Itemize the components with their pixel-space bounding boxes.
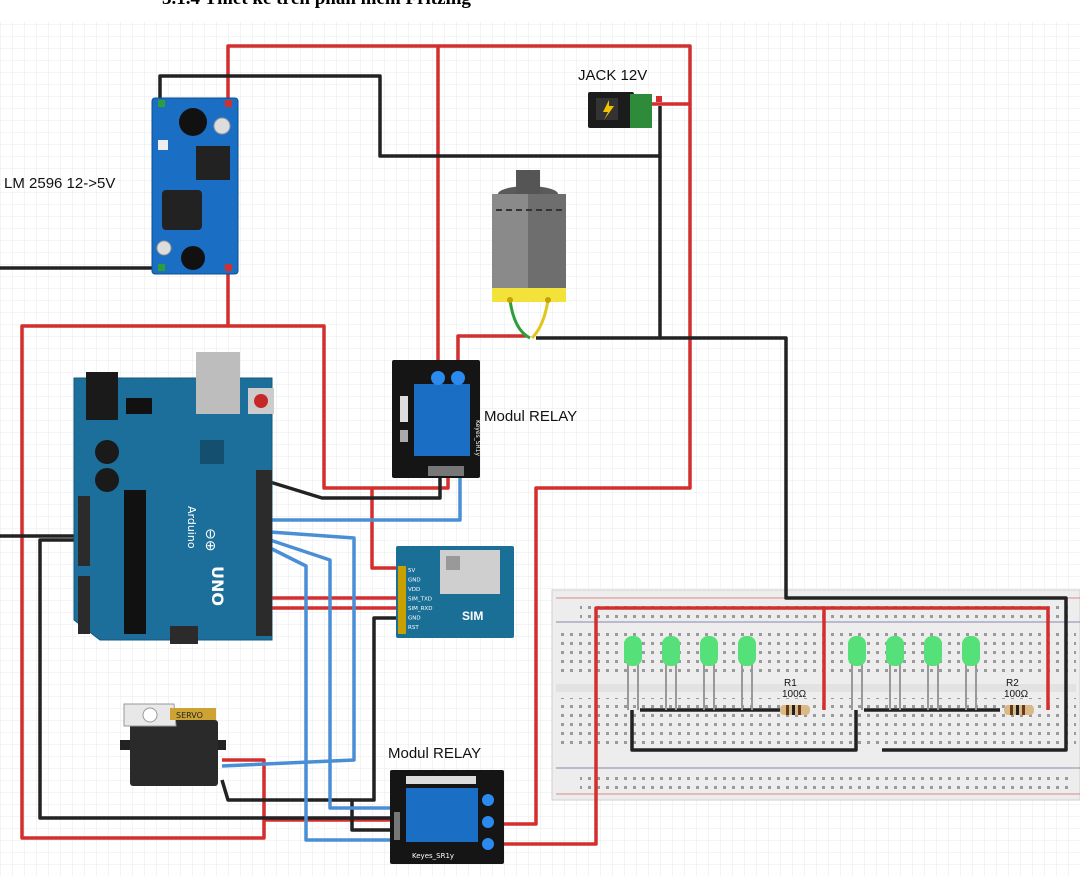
r2-label: R2 [1006,678,1019,689]
dc-jack [588,92,662,128]
relay2-brand: Keyes_SR1y [412,852,454,860]
wire-red [228,324,450,490]
wire-blue [269,546,404,842]
sim-pin-label: RST [408,625,419,631]
wire-black [630,710,858,752]
relay2-label: Modul RELAY [388,745,481,762]
lm2596-module [151,97,239,275]
wire-blue [221,530,356,768]
green-led [700,636,718,710]
sim-label: SIM [462,609,483,623]
sim-pin-labels: 5V GND VDD SIM_TXD SIM_RXD GND RST [408,568,432,631]
wire-red [824,606,1050,710]
wiring [0,44,1068,846]
sim-module: 5V GND VDD SIM_TXD SIM_RXD GND RST SIM [396,546,514,638]
buck-converter-label: LM 2596 12->5V [4,175,115,192]
green-led [962,636,980,710]
relay-module-2: Keyes_SR1y [390,770,504,864]
wire-black [660,336,1068,752]
green-led [848,636,866,710]
wire-black [350,616,398,832]
relay1-brand: Keyes_SR1y [474,420,481,456]
section-heading: 3.1.4 Thiết kế trên phần mềm Fritzing [162,0,471,10]
wire-black [38,538,400,820]
arduino-model: UNO [208,566,227,606]
wire-red [494,606,826,846]
sim-pin-label: SIM_RXD [408,606,432,612]
resistor-r2 [1004,705,1034,715]
wire-blue [270,478,462,522]
wire-blue [269,538,404,810]
resistor-r1 [780,705,810,715]
green-led [924,636,942,710]
relay-module-1: Keyes_SR1y [392,360,481,478]
dc-motor [492,170,566,303]
motor-lead-yellow [530,299,550,340]
sim-pin-label: GND [408,616,421,622]
sim-pin-label: 5V [408,568,415,574]
green-led [738,636,756,710]
wire-black [220,779,352,802]
sim-pin-label: SIM_TXD [408,597,432,603]
green-led [662,636,680,710]
r2-value: 100Ω [1004,689,1029,700]
led-array [624,636,980,710]
power-bolt-icon [603,100,614,120]
jack-label: JACK 12V [578,67,647,84]
arduino-logo-icon: ⊖⊕ [202,528,218,551]
wire-red [370,488,398,570]
green-led [886,636,904,710]
wire-black [158,74,662,158]
servo-label: SERVO [176,711,203,720]
arduino-uno-board: ⊖⊕ Arduino UNO [73,352,274,644]
arduino-brand: Arduino [185,506,198,549]
motor-lead-green [508,299,531,340]
wire-black [269,478,442,500]
green-led [624,636,642,710]
sim-pin-label: VDD [408,587,420,593]
breadboard [551,589,1080,801]
relay1-label: Modul RELAY [484,408,577,425]
servo-motor: SERVO [120,703,226,786]
r1-label: R1 [784,678,797,689]
r1-value: 100Ω [782,689,807,700]
wire-red [494,104,692,826]
sim-pin-label: GND [408,578,421,584]
wire-red [226,44,692,106]
